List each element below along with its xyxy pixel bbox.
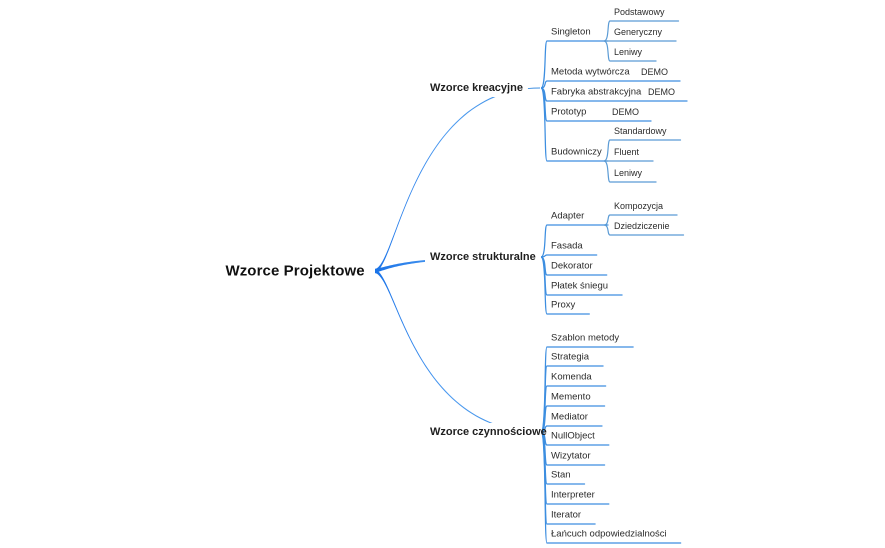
sub-label-2-8[interactable]: Interpreter: [551, 489, 595, 501]
sub-label-2-1[interactable]: Strategia: [551, 351, 590, 363]
sub-label-0-0[interactable]: Singleton: [551, 26, 591, 38]
root-node-label: Wzorce Projektowe: [225, 262, 365, 280]
sub-label-1-3[interactable]: Płatek śniegu: [551, 280, 609, 292]
badge-demo-0-1: DEMO: [641, 67, 668, 77]
sub-label-2-5[interactable]: NullObject: [551, 430, 595, 442]
leaf-label-0-4-1[interactable]: Fluent: [614, 147, 640, 157]
badge-demo-0-3: DEMO: [612, 107, 639, 117]
sub-label-2-3[interactable]: Memento: [551, 391, 591, 403]
sub-label-2-9[interactable]: Iterator: [551, 509, 582, 521]
leaf-label-1-0-1[interactable]: Dziedziczenie: [614, 221, 670, 231]
category-label-2[interactable]: Wzorce czynnościowe: [430, 426, 547, 438]
leaf-label-0-0-2[interactable]: Leniwy: [614, 47, 643, 57]
leaf-label-0-0-0[interactable]: Podstawowy: [614, 7, 665, 17]
sub-label-0-4[interactable]: Budowniczy: [551, 146, 602, 158]
category-label-1[interactable]: Wzorce strukturalne: [430, 251, 536, 263]
sub-label-2-4[interactable]: Mediator: [551, 411, 588, 423]
leaf-label-0-4-2[interactable]: Leniwy: [614, 168, 643, 178]
badge-demo-0-2: DEMO: [648, 87, 675, 97]
leaf-label-0-0-1[interactable]: Generyczny: [614, 27, 663, 37]
sub-label-1-1[interactable]: Fasada: [551, 240, 583, 252]
sub-label-2-10[interactable]: Łańcuch odpowiedzialności: [551, 528, 667, 540]
leaf-label-0-4-0[interactable]: Standardowy: [614, 126, 667, 136]
sub-label-1-0[interactable]: Adapter: [551, 210, 585, 222]
sub-label-2-6[interactable]: Wizytator: [551, 450, 591, 462]
sub-label-2-7[interactable]: Stan: [551, 469, 571, 481]
sub-label-0-2[interactable]: Fabryka abstrakcyjna: [551, 86, 642, 98]
sub-label-0-1[interactable]: Metoda wytwórcza: [551, 66, 630, 78]
leaf-label-1-0-0[interactable]: Kompozycja: [614, 201, 664, 211]
sub-label-1-4[interactable]: Proxy: [551, 299, 576, 311]
sub-label-0-3[interactable]: Prototyp: [551, 106, 587, 118]
sub-label-2-2[interactable]: Komenda: [551, 371, 592, 383]
sub-label-1-2[interactable]: Dekorator: [551, 260, 593, 272]
sub-label-2-0[interactable]: Szablon metody: [551, 332, 620, 344]
category-label-0[interactable]: Wzorce kreacyjne: [430, 82, 523, 94]
